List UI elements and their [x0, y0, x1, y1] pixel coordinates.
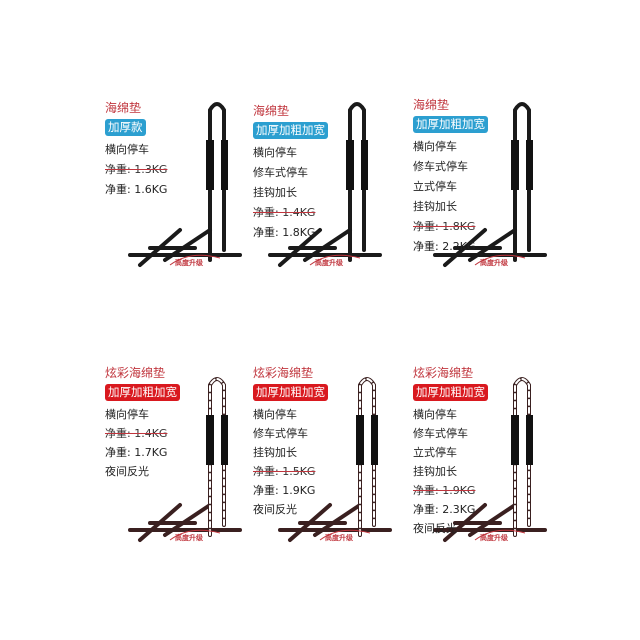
new-weight: 净重: 1.8KG: [253, 226, 316, 239]
new-weight: 净重: 2.2KG: [413, 240, 476, 253]
product-panel: 炫彩海绵垫 加厚加粗加宽横向停车修车式停车立式停车挂钩加长净重: 1.9KG 净…: [413, 365, 488, 538]
new-weight: 净重: 1.6KG: [105, 183, 168, 196]
feature-line: 挂钩加长: [253, 446, 297, 459]
feature-line: 横向停车: [253, 408, 297, 421]
bike-stand-image: [128, 102, 242, 267]
height-upgrade-label: 高度升级: [175, 534, 203, 542]
feature-line: 挂钩加长: [413, 200, 457, 213]
feature-line: 横向停车: [413, 140, 457, 153]
feature-badge: 加厚款: [105, 119, 146, 136]
feature-badge: 加厚加粗加宽: [253, 122, 328, 139]
old-weight: 净重: 1.8KG: [413, 220, 476, 233]
feature-line: 挂钩加长: [413, 465, 457, 478]
height-upgrade-label: 高度升级: [175, 259, 203, 267]
feature-badge: 加厚加粗加宽: [105, 384, 180, 401]
bike-stand-image: [128, 377, 242, 542]
feature-badge: 加厚加粗加宽: [413, 384, 488, 401]
panel-title: 海绵垫: [253, 104, 290, 118]
height-upgrade-label: 高度升级: [325, 534, 353, 542]
height-upgrade-label: 高度升级: [480, 534, 508, 542]
new-weight: 净重: 2.3KG: [413, 503, 476, 516]
old-weight: 净重: 1.4KG: [105, 427, 168, 440]
panel-title: 海绵垫: [413, 98, 450, 112]
product-panel: 炫彩海绵垫 加厚加粗加宽横向停车修车式停车挂钩加长净重: 1.5KG 净重: 1…: [253, 365, 328, 519]
old-weight: 净重: 1.5KG: [253, 465, 316, 478]
feature-line: 修车式停车: [253, 427, 308, 440]
feature-line: 修车式停车: [413, 160, 468, 173]
feature-line: 修车式停车: [253, 166, 308, 179]
feature-line: 立式停车: [413, 180, 457, 193]
height-upgrade-label: 高度升级: [480, 259, 508, 267]
feature-line: 横向停车: [105, 408, 149, 421]
feature-line: 夜间反光: [253, 503, 297, 516]
new-weight: 净重: 1.7KG: [105, 446, 168, 459]
product-panel: 海绵垫 加厚加粗加宽横向停车修车式停车立式停车挂钩加长净重: 1.8KG 净重:…: [413, 97, 488, 257]
feature-line: 横向停车: [253, 146, 297, 159]
old-weight: 净重: 1.9KG: [413, 484, 476, 497]
product-panel: 海绵垫 加厚款横向停车净重: 1.3KG 净重: 1.6KG: [105, 100, 167, 200]
feature-badge: 加厚加粗加宽: [413, 116, 488, 133]
old-weight: 净重: 1.3KG: [105, 163, 168, 176]
bike-stand-image: [433, 377, 547, 542]
feature-line: 夜间反光: [105, 465, 149, 478]
feature-line: 夜间反光: [413, 522, 457, 535]
feature-line: 横向停车: [105, 143, 149, 156]
feature-line: 立式停车: [413, 446, 457, 459]
panel-title: 炫彩海绵垫: [105, 366, 166, 380]
feature-line: 挂钩加长: [253, 186, 297, 199]
feature-badge: 加厚加粗加宽: [253, 384, 328, 401]
bike-stand-image: [278, 377, 392, 542]
product-panel: 炫彩海绵垫 加厚加粗加宽横向停车净重: 1.4KG 净重: 1.7KG 夜间反光: [105, 365, 180, 481]
bike-stand-image: [268, 102, 382, 267]
old-weight: 净重: 1.4KG: [253, 206, 316, 219]
product-panel: 海绵垫 加厚加粗加宽横向停车修车式停车挂钩加长净重: 1.4KG 净重: 1.8…: [253, 103, 328, 243]
panel-title: 炫彩海绵垫: [413, 366, 474, 380]
feature-line: 修车式停车: [413, 427, 468, 440]
feature-line: 横向停车: [413, 408, 457, 421]
height-upgrade-label: 高度升级: [315, 259, 343, 267]
panel-title: 炫彩海绵垫: [253, 366, 314, 380]
bike-stand-image: [433, 102, 547, 267]
new-weight: 净重: 1.9KG: [253, 484, 316, 497]
panel-title: 海绵垫: [105, 101, 142, 115]
